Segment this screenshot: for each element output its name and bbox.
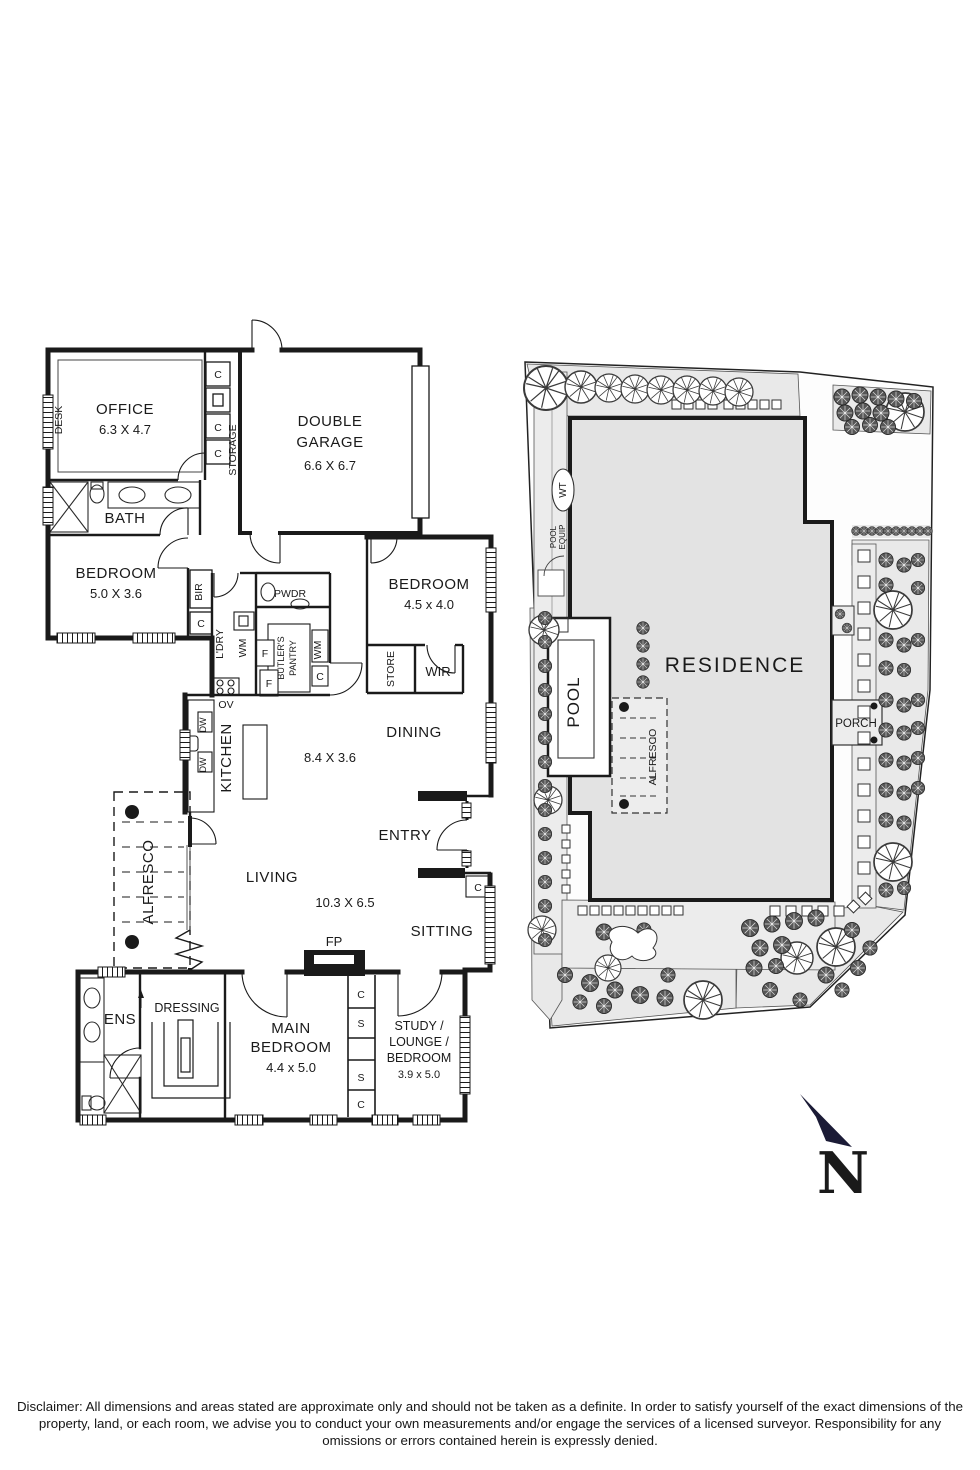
site-alfresco [611,697,668,814]
closet-label: C [357,989,365,1001]
fireplace-label: FP [326,934,343,949]
pool [546,616,612,778]
pool-equip-label-2: EQUIP [558,525,567,550]
ensuite-fixtures [79,977,142,1114]
open-plan-dims: 8.4 X 3.6 [304,750,356,765]
wm-label: WM [312,641,324,660]
laundry-label: L'DRY [214,629,226,659]
garage-label-1: DOUBLE [298,413,363,430]
living-label: LIVING [246,869,298,886]
main-bedroom-dims: 4.4 x 5.0 [266,1060,316,1075]
closet-label: C [357,1099,365,1111]
wir-label: WIR [425,664,450,679]
north-label: N [817,1140,869,1207]
closet-label: C [214,369,222,381]
ensuite-label: ENS [104,1011,136,1028]
entry-walls [418,791,467,878]
living-dims: 10.3 X 6.5 [315,895,374,910]
study-label-2: LOUNGE / [389,1035,449,1049]
powder-fixtures [260,582,310,610]
bir-label: BIR [193,583,205,601]
pool-equip-label-1: POOL [549,525,558,548]
storage-label: STORAGE [227,424,239,475]
dining-label: DINING [386,724,442,741]
closet-label: C [474,882,482,894]
office-dims: 6.3 X 4.7 [99,422,151,437]
oven-label: OV [218,699,233,711]
kitchen-fixtures [186,677,268,813]
storage-closets [205,361,231,465]
floor-plan: OFFICE 6.3 X 4.7 DESK STORAGE C C C DOUB… [42,319,497,1126]
closet-label: C [214,422,222,434]
porch [831,699,883,746]
study-label-3: BEDROOM [387,1051,452,1065]
closet-label: C [197,618,205,630]
water-tank-label: WT [558,482,569,498]
office-label: OFFICE [96,401,154,418]
fridge-label: F [266,678,272,690]
garage-dims: 6.6 X 6.7 [304,458,356,473]
water-tank [537,468,575,597]
residence-label: RESIDENCE [665,654,806,677]
north-arrow-icon [800,1094,852,1147]
dw-label: DW [198,757,208,772]
pantry-label-1: BUTLER'S [276,636,286,679]
door-arcs [109,319,468,1079]
closet-label: C [316,671,324,683]
shelf-label: S [357,1018,364,1030]
desk-label: DESK [53,406,65,435]
bedroom2-label: BEDROOM [75,565,156,582]
main-bedroom-label-1: MAIN [271,1020,311,1037]
entry-label: ENTRY [378,827,431,844]
windows [42,394,497,1126]
bedroom3-dims: 4.5 x 4.0 [404,597,454,612]
garden-bed-blob [608,925,658,961]
alfresco-label: ALFRESCO [140,840,157,925]
store-label: STORE [385,651,397,687]
sitting-label: SITTING [411,923,474,940]
pwdr-label: PWDR [274,588,306,600]
site-plan: RESIDENCE POOL ALFRESCO PORCH WT POOL EQ… [523,361,934,1029]
wm-label: WM [237,639,249,658]
disclaimer-text: Disclaimer: All dimensions and areas sta… [16,1399,964,1449]
dressing-robe [138,990,231,1099]
garage-label-2: GARAGE [296,434,363,451]
pantry-label-2: PANTRY [288,640,298,676]
bedroom3-label: BEDROOM [388,576,469,593]
kitchen-label: KITCHEN [218,723,235,792]
compass: N [800,1094,869,1207]
main-bedroom-label-2: BEDROOM [250,1039,331,1056]
shelf-label: S [357,1072,364,1084]
dw-label: DW [198,717,208,732]
study-label-1: STUDY / [394,1019,444,1033]
stepping-stones [561,399,873,917]
office-lining [57,359,203,473]
closet-label: C [214,448,222,460]
bath-fixtures [49,481,201,533]
pantry-fixtures [255,623,329,697]
pool-label: POOL [564,676,583,727]
fireplace [304,950,365,976]
dressing-label: DRESSING [154,1001,219,1015]
bath-label: BATH [105,510,146,527]
porch-label: PORCH [835,718,877,730]
hall-closets [347,975,376,1117]
fridge-label: F [262,648,268,660]
interior-walls [48,350,491,875]
laundry-fixtures [233,611,255,631]
site-alfresco-label: ALFRESCO [647,729,659,786]
study-dims: 3.9 x 5.0 [398,1069,440,1081]
alfresco-pergola [113,791,205,971]
entry-door-wall [461,801,472,868]
bedroom2-dims: 5.0 X 3.6 [90,586,142,601]
garage-door [411,365,430,519]
